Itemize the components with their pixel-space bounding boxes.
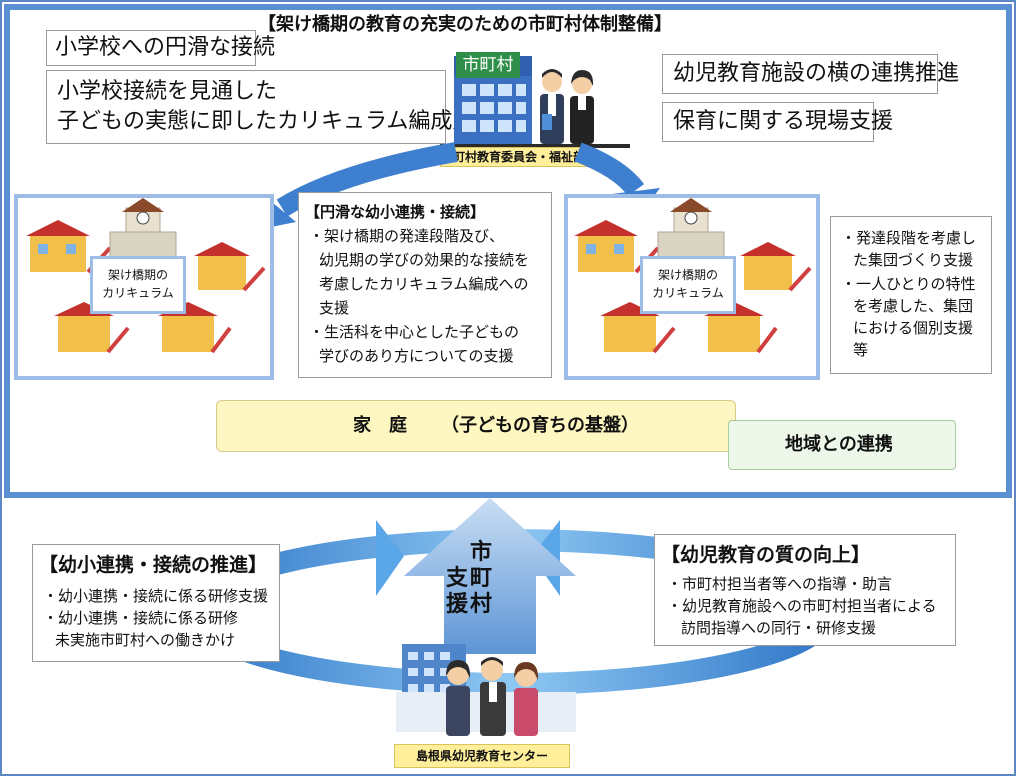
smooth-collaboration-line: 幼児期の学びの効果的な接続を bbox=[319, 251, 530, 269]
family-label: 家 庭 bbox=[353, 415, 407, 436]
family-sub-label: （子どもの育ちの基盤） bbox=[441, 415, 639, 436]
municipality-sign: 市町村 bbox=[456, 52, 520, 78]
smooth-collaboration-line: 支援 bbox=[319, 299, 350, 317]
house-a bbox=[26, 220, 112, 274]
smooth-connection-label: 小学校への円滑な接続 bbox=[55, 35, 276, 60]
house-b bbox=[194, 242, 266, 292]
collaboration-promotion-line: ・幼小連携・接続に係る研修 bbox=[43, 609, 239, 627]
school-tower bbox=[109, 198, 177, 261]
right-curriculum-line1: 架け橋期の bbox=[657, 268, 718, 282]
diagram-title: 【架け橋期の教育の充実のための市町村体制整備】 bbox=[258, 14, 672, 35]
collaboration-promotion-heading: 【幼小連携・接続の推進】 bbox=[39, 554, 268, 576]
smooth-collaboration-line: ・架け橋期の発達段階及び、 bbox=[309, 227, 505, 245]
quality-improvement-line: 訪問指導への同行・研修支援 bbox=[681, 619, 877, 637]
quality-improvement-line: ・幼児教育施設への市町村担当者による bbox=[667, 597, 937, 615]
smooth-collaboration-heading: 【円滑な幼小連携・接続】 bbox=[305, 203, 486, 221]
right-curriculum-line2: カリキュラム bbox=[652, 286, 724, 300]
quality-improvement-box: 【幼児教育の質の向上】 ・市町村担当者等への指導・助言 ・幼児教育施設への市町村… bbox=[654, 534, 956, 646]
community-box: 地域との連携 bbox=[728, 420, 956, 470]
community-label: 地域との連携 bbox=[785, 434, 893, 455]
curriculum-support-box: 小学校接続を見通した 子どもの実態に即したカリキュラム編成支援 bbox=[46, 70, 496, 144]
group-support-box: ・発達段階を考慮し た集団づくり支援 ・一人ひとりの特性 を考慮した、集団 にお… bbox=[830, 216, 992, 374]
education-board-label: 市町村教育委員会・福祉部局 bbox=[440, 147, 597, 167]
quality-improvement-line: ・市町村担当者等への指導・助言 bbox=[667, 575, 893, 593]
curriculum-support-line1: 小学校接続を見通した bbox=[57, 79, 278, 104]
group-support-line: における個別支援 bbox=[853, 319, 974, 337]
left-curriculum-box: 架け橋期の カリキュラム bbox=[90, 256, 186, 314]
childcare-support-box: 保育に関する現場支援 bbox=[662, 102, 893, 142]
support-up-arrow bbox=[404, 498, 576, 654]
group-support-line: を考慮した、集団 bbox=[853, 297, 974, 315]
education-center-label: 島根県幼児教育センター bbox=[394, 744, 570, 768]
group-support-line: 等 bbox=[853, 341, 869, 359]
support-arrow-col1: 市町村 bbox=[469, 540, 492, 617]
left-curriculum-line2: カリキュラム bbox=[102, 286, 174, 300]
childcare-support-label: 保育に関する現場支援 bbox=[673, 109, 894, 134]
left-schools-illustration bbox=[26, 198, 266, 354]
group-support-line: た集団づくり支援 bbox=[853, 251, 974, 269]
curriculum-support-line2: 子どもの実態に即したカリキュラム編成支援 bbox=[57, 109, 497, 134]
family-bar: 家 庭 （子どもの育ちの基盤） bbox=[216, 400, 736, 452]
collaboration-promotion-line: 未実施市町村への働きかけ bbox=[55, 631, 236, 649]
left-curriculum-line1: 架け橋期の bbox=[107, 268, 168, 282]
collaboration-promotion-line: ・幼小連携・接続に係る研修支援 bbox=[43, 587, 269, 605]
education-center-illustration bbox=[396, 644, 576, 736]
right-curriculum-box: 架け橋期の カリキュラム bbox=[640, 256, 736, 314]
horizontal-collab-box: 幼児教育施設の横の連携推進 bbox=[662, 54, 959, 94]
horizontal-collab-label: 幼児教育施設の横の連携推進 bbox=[673, 61, 960, 86]
smooth-collaboration-line: ・生活科を中心とした子どもの bbox=[309, 323, 520, 341]
smooth-collaboration-line: 学びのあり方についての支援 bbox=[319, 347, 514, 365]
smooth-connection-box: 小学校への円滑な接続 bbox=[46, 30, 275, 66]
smooth-collaboration-line: 考慮したカリキュラム編成への bbox=[319, 275, 529, 293]
house-d bbox=[158, 302, 232, 354]
collaboration-promotion-box: 【幼小連携・接続の推進】 ・幼小連携・接続に係る研修支援 ・幼小連携・接続に係る… bbox=[32, 544, 280, 662]
group-support-line: ・一人ひとりの特性 bbox=[841, 275, 976, 293]
group-support-line: ・発達段階を考慮し bbox=[841, 229, 977, 247]
smooth-collaboration-box: 【円滑な幼小連携・接続】 ・架け橋期の発達段階及び、 幼児期の学びの効果的な接続… bbox=[298, 192, 552, 378]
support-arrow-col2: 支援 bbox=[445, 566, 468, 617]
quality-improvement-heading: 【幼児教育の質の向上】 bbox=[661, 544, 871, 566]
